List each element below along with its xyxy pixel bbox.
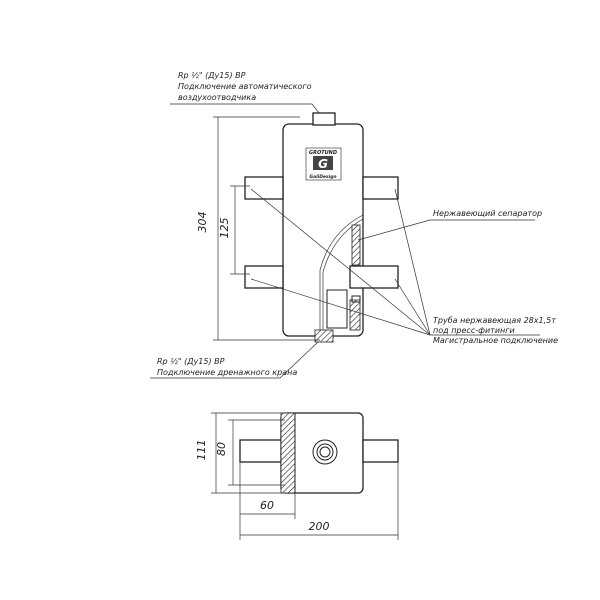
cutaway-section bbox=[314, 214, 364, 343]
right-upper-pipe bbox=[362, 176, 399, 200]
top-view: 111 80 60 200 bbox=[195, 412, 399, 540]
top-view-inner-ring bbox=[316, 443, 334, 461]
separator-element-hatch bbox=[351, 224, 361, 266]
right-lower-pipe bbox=[349, 265, 399, 289]
left-upper-pipe bbox=[244, 176, 284, 200]
air-vent-label-line2: Подключение автоматического bbox=[178, 82, 312, 91]
dim-111-label: 111 bbox=[195, 440, 208, 461]
separator-lower-hatch bbox=[349, 299, 361, 331]
drain-label-line2: Подключение дренажного крана bbox=[157, 368, 297, 377]
dim-60-label: 60 bbox=[260, 499, 274, 512]
dim-304-label: 304 bbox=[196, 212, 209, 233]
dimension-60: 60 bbox=[239, 462, 296, 519]
dim-200-label: 200 bbox=[309, 520, 330, 533]
logo-sub-text: GaliDesign bbox=[309, 174, 336, 180]
separator-callout: Нержавеющий сепаратор bbox=[357, 209, 542, 241]
air-vent-label-line1: Rp ½" (Ду15) ВР bbox=[178, 71, 246, 80]
drain-label-line1: Rp ½" (Ду15) ВР bbox=[157, 357, 225, 366]
top-view-right-pipe bbox=[362, 439, 399, 463]
left-lower-pipe bbox=[244, 265, 284, 289]
air-vent-callout: Rp ½" (Ду15) ВР Подключение автоматическ… bbox=[170, 71, 320, 114]
separator-label: Нержавеющий сепаратор bbox=[433, 209, 542, 218]
dimension-111: 111 bbox=[195, 412, 285, 494]
dimension-80: 80 bbox=[215, 419, 285, 486]
pipe-callout: Труба нержавеющая 28х1,5т под пресс-фити… bbox=[250, 188, 558, 345]
top-view-outer-ring bbox=[312, 439, 338, 465]
air-vent-label-line3: воздухоотводчика bbox=[178, 93, 256, 102]
dim-80-label: 80 bbox=[215, 442, 228, 456]
logo-letter: G bbox=[318, 157, 328, 171]
front-view: GROTUND G GaliDesign 304 bbox=[150, 71, 558, 379]
pipe-label-line3: Магистральное подключение bbox=[433, 336, 558, 345]
top-view-left-pipe bbox=[239, 439, 282, 463]
top-view-port bbox=[319, 446, 331, 458]
logo-brand-text: GROTUND bbox=[309, 150, 337, 156]
air-vent-nozzle bbox=[312, 112, 336, 126]
drain-port bbox=[314, 329, 334, 343]
dimension-200: 200 bbox=[239, 462, 399, 540]
drain-callout: Rp ½" (Ду15) ВР Подключение дренажного к… bbox=[150, 341, 319, 379]
dimension-125: 125 bbox=[218, 185, 250, 275]
brand-logo: GROTUND G GaliDesign bbox=[305, 147, 342, 181]
top-view-section-hatch bbox=[280, 412, 296, 494]
pipe-label-line1: Труба нержавеющая 28х1,5т bbox=[433, 316, 556, 325]
pipe-label-line2: под пресс-фитинги bbox=[433, 326, 515, 335]
dimension-304: 304 bbox=[196, 116, 320, 341]
dim-125-label: 125 bbox=[218, 218, 231, 239]
